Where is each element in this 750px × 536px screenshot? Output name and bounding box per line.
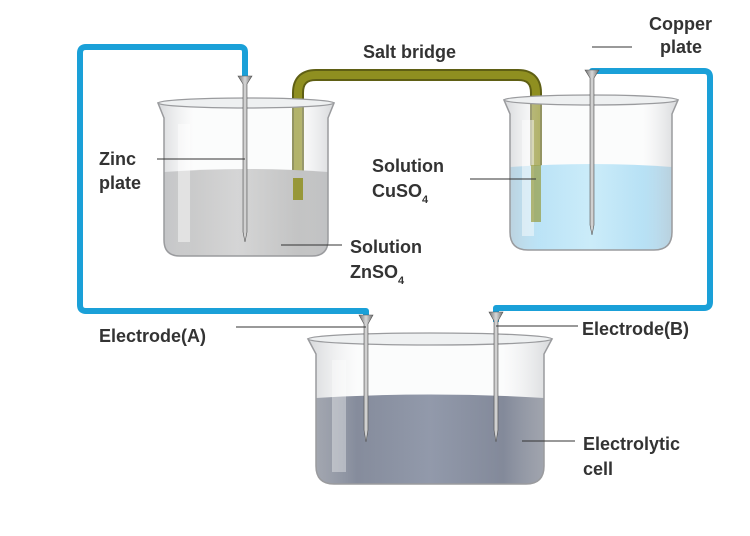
salt-bridge-end-zinc (293, 178, 303, 200)
label-znso4-formula: ZnSO (350, 262, 398, 282)
copper-plate-rod (584, 69, 600, 236)
label-cuso4: CuSO4 (372, 181, 429, 206)
label-cell: cell (583, 459, 613, 479)
electrode-b-rod (488, 311, 504, 443)
salt-bridge-end-copper (531, 165, 541, 222)
salt-bridge (292, 69, 542, 222)
label-electrode-b: Electrode(B) (582, 319, 689, 339)
label-cuso4-formula: CuSO (372, 181, 422, 201)
label-copper-plate: plate (660, 37, 702, 57)
label-znso4-subscript: 4 (398, 275, 405, 287)
wire-right (493, 68, 713, 322)
wire-circuit (77, 44, 713, 322)
label-zinc: Zinc (99, 149, 136, 169)
label-znso4: ZnSO4 (350, 262, 405, 287)
label-zinc-plate: plate (99, 173, 141, 193)
beaker-electrolytic (306, 332, 554, 485)
label-solution-zn: Solution (350, 237, 422, 257)
label-cuso4-subscript: 4 (422, 194, 429, 206)
leader-lines (157, 46, 632, 442)
wire-left (77, 44, 369, 322)
electrode-a-rod (358, 314, 374, 443)
label-salt-bridge: Salt bridge (363, 42, 456, 62)
label-electrode-a: Electrode(A) (99, 326, 206, 346)
label-copper: Copper (649, 14, 712, 34)
label-electrolytic: Electrolytic (583, 434, 680, 454)
label-solution-cu: Solution (372, 156, 444, 176)
